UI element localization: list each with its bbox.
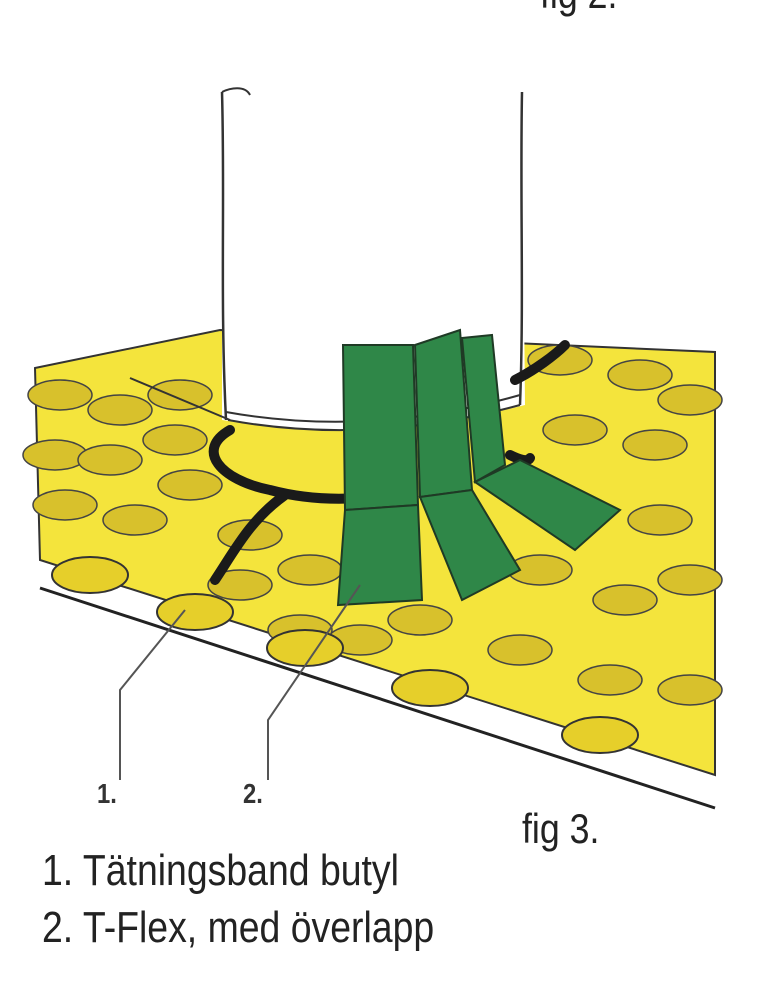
dimple xyxy=(607,359,673,391)
dimple xyxy=(577,664,643,696)
dimple xyxy=(657,384,723,416)
dimple xyxy=(207,569,273,601)
dimple xyxy=(27,379,93,411)
previous-figure-caption: fig 2. xyxy=(540,0,617,18)
dimple-bump xyxy=(266,629,344,667)
dimple-bump xyxy=(156,593,234,631)
dimple xyxy=(542,414,608,446)
legend-item-2: 2. T-Flex, med överlapp xyxy=(42,903,435,952)
dimple-bump xyxy=(51,556,129,594)
leader-line-2 xyxy=(267,584,361,780)
membrane-dimples xyxy=(22,344,723,706)
t-flex-strips xyxy=(336,328,622,607)
figure-caption: fig 3. xyxy=(522,805,600,852)
dimple xyxy=(622,429,688,461)
dimple-bump xyxy=(561,716,639,754)
dimple xyxy=(387,604,453,636)
dimple xyxy=(277,554,343,586)
dimple xyxy=(87,394,153,426)
dimple xyxy=(657,674,723,706)
dimple xyxy=(592,584,658,616)
callout-2: 2. xyxy=(243,778,263,809)
substrate-line xyxy=(39,586,716,810)
butyl-tape xyxy=(208,340,570,585)
dimple xyxy=(487,634,553,666)
dimple xyxy=(22,439,88,471)
callout-1: 1. xyxy=(97,778,117,809)
dimple xyxy=(147,379,213,411)
leader-line-1 xyxy=(119,609,186,780)
dimple xyxy=(77,444,143,476)
dimple xyxy=(157,469,223,501)
dimple xyxy=(32,489,98,521)
dimple-bump xyxy=(391,669,469,707)
membrane-underside-bumps xyxy=(51,556,639,754)
dimple xyxy=(657,564,723,596)
legend-item-1: 1. Tätningsband butyl xyxy=(42,846,399,895)
dimple xyxy=(102,504,168,536)
dimple xyxy=(142,424,208,456)
dimple xyxy=(627,504,693,536)
